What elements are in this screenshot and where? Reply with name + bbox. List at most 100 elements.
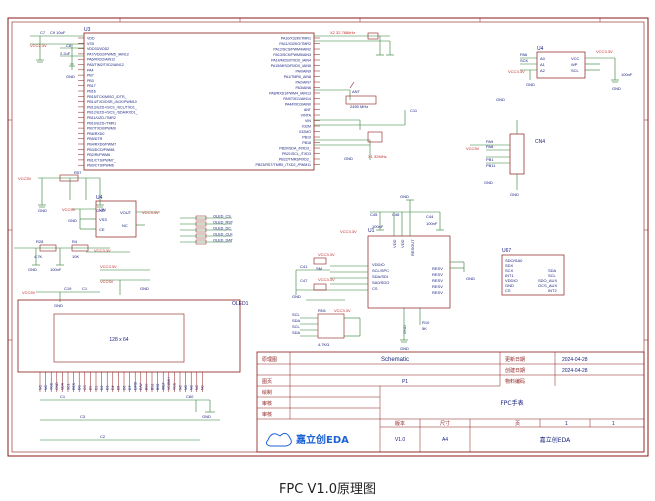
- svg-text:C47: C47: [300, 278, 308, 283]
- tb-size-value: A4: [442, 437, 448, 443]
- svg-text:SDA: SDA: [292, 318, 301, 323]
- svg-text:VCC5V: VCC5V: [18, 176, 32, 181]
- svg-text:VCC3.3V: VCC3.3V: [508, 69, 525, 74]
- svg-text:VSS: VSS: [99, 217, 107, 222]
- svg-text:RESV: RESV: [432, 290, 443, 295]
- svg-text:GND: GND: [344, 156, 353, 161]
- oled-pin-label: R/W: [139, 383, 143, 390]
- svg-text:C3: C3: [80, 414, 86, 419]
- svg-text:C11: C11: [410, 108, 418, 113]
- mcu-left-pin: PB2/RI/PWM6: [87, 153, 110, 157]
- tb-doc-label: 原理图: [262, 357, 277, 363]
- oled-pin-label: BS0: [145, 383, 149, 390]
- mcu-right-pin: PA13/SCK/PWM5/AIN3: [273, 53, 311, 57]
- svg-text:SCX: SCX: [505, 268, 514, 273]
- mcu-right-pin: ANT: [304, 108, 312, 112]
- svg-text:VCC5V: VCC5V: [62, 207, 76, 212]
- mcu-left-pin: PA5/TIM2/TXD2/AIN12: [87, 63, 124, 67]
- mcu-right-pin: PA1/TMR0_AIN8: [284, 75, 311, 79]
- svg-text:U1: U1: [368, 228, 375, 234]
- svg-text:100nF: 100nF: [372, 224, 384, 229]
- svg-text:CS: CS: [505, 288, 511, 293]
- mcu-left-pin: PB6/RXD0: [87, 132, 104, 136]
- svg-text:SA0/SDO: SA0/SDO: [372, 280, 389, 285]
- schematic-sheet: U3 VDDVSSVDD33/VDD2PA7/VDD2/PWM5_/AIN12P…: [7, 17, 649, 457]
- svg-text:SCL/SPC: SCL/SPC: [372, 268, 389, 273]
- mcu-left-pin: PB7: [87, 74, 94, 78]
- svg-text:A0: A0: [540, 56, 546, 61]
- svg-text:SCL: SCL: [571, 68, 580, 73]
- mcu-right-pin: PA3/AIN6: [295, 86, 311, 90]
- svg-text:GND: GND: [612, 86, 621, 91]
- crystal-x2: [367, 32, 379, 40]
- svg-text:VCC: VCC: [571, 56, 580, 61]
- oled-pin-label: VCC: [173, 382, 177, 390]
- svg-text:100nF: 100nF: [50, 267, 62, 272]
- tb-updated-value: 2024-04-28: [562, 357, 588, 363]
- svg-text:5K: 5K: [422, 326, 427, 331]
- svg-text:VCC3.3V: VCC3.3V: [100, 264, 117, 269]
- svg-text:ANT: ANT: [352, 89, 361, 94]
- ic-u67: U67 SDO/SA0 SDX SCX INT1 VDDIO GND CS SD…: [501, 248, 565, 296]
- svg-text:C1: C1: [82, 286, 88, 291]
- oled-pin-label: SCL: [66, 383, 70, 390]
- svg-text:RESV: RESV: [432, 278, 443, 283]
- svg-text:VCC3.3V: VCC3.3V: [142, 210, 159, 215]
- tb-sheet-label: 图页: [262, 379, 272, 385]
- mcu-right-pin: VIN: [305, 119, 311, 123]
- svg-text:SDA/SDI: SDA/SDI: [372, 274, 388, 279]
- svg-text:100nF: 100nF: [426, 221, 438, 226]
- svg-text:GND: GND: [292, 294, 301, 299]
- svg-text:PA9: PA9: [486, 139, 494, 144]
- mcu-left-pin: PB11/UZD-/TMR2: [87, 116, 116, 120]
- svg-text:GND: GND: [402, 325, 407, 334]
- oled-pin-label: D5: [117, 386, 121, 390]
- svg-text:PB11: PB11: [486, 163, 496, 168]
- svg-text:VDD: VDD: [400, 239, 405, 248]
- antenna-ant: ANT: [349, 81, 361, 94]
- svg-text:R28: R28: [36, 239, 44, 244]
- oled-pin-label: D0: [89, 386, 93, 390]
- mcu-left-pin: PB10/UZD-/TMR1: [87, 121, 116, 125]
- oled-pin-label: NC: [195, 385, 199, 390]
- svg-text:VCC3.3V: VCC3.3V: [340, 229, 357, 234]
- oled-pin-label: RES: [72, 382, 76, 390]
- svg-text:GND: GND: [202, 414, 211, 419]
- oled-pin-label: D4: [111, 386, 115, 390]
- oled-net-label: OLED_DC: [213, 226, 231, 230]
- oled-pin-label: D1: [94, 386, 98, 390]
- svg-text:U3: U3: [84, 27, 91, 33]
- oled-size-label: 128 x 64: [109, 337, 128, 343]
- tb-doc-value: Schematic: [381, 357, 409, 363]
- oled-net-label: OLED_CLK: [213, 232, 233, 236]
- mcu-left-pin: PB1/CTS/PWM7_: [87, 158, 117, 162]
- oled-net-label: OLED_RST: [213, 220, 234, 224]
- mcu-left-pin: PB5/DTR: [87, 137, 103, 141]
- svg-text:RESV: RESV: [432, 272, 443, 277]
- svg-text:CN4: CN4: [535, 139, 545, 145]
- svg-text:X2 32.768kHz: X2 32.768kHz: [330, 30, 355, 35]
- svg-text:100nF: 100nF: [621, 72, 633, 77]
- oled-pin-label: GND: [55, 382, 59, 390]
- svg-text:SCK: SCK: [520, 58, 529, 63]
- oled-pin-label: NC: [201, 385, 205, 390]
- svg-text:VCC3.3V: VCC3.3V: [318, 277, 335, 282]
- oled-pin-label: IREF: [162, 382, 166, 390]
- tb-sheet-value: P1: [402, 379, 408, 385]
- svg-text:VCC3.3V: VCC3.3V: [94, 248, 111, 253]
- svg-text:VCC2.3V: VCC2.3V: [30, 43, 47, 48]
- svg-text:SDO/SA0: SDO/SA0: [505, 258, 523, 263]
- tb-version-value: V1.0: [395, 437, 406, 443]
- svg-text:RN1: RN1: [318, 308, 327, 313]
- mcu-right-pin: PA9/TXD1/AIN14: [283, 97, 311, 101]
- mcu-left-pin: VDD33/VDD2: [87, 47, 109, 51]
- tb-check-label: 审核: [262, 400, 272, 407]
- svg-text:PB1: PB1: [486, 157, 494, 162]
- svg-text:GND: GND: [466, 276, 475, 281]
- mcu-left-pin: PA4: [87, 68, 94, 72]
- oled-pin-label: NC: [184, 385, 188, 390]
- mcu-right-pin: PB22/TMR3/RXD2_: [279, 158, 312, 162]
- title-block: 原理图 Schematic 图页 P1 绘制 审核 审核 更新日期 2024-0…: [256, 351, 645, 453]
